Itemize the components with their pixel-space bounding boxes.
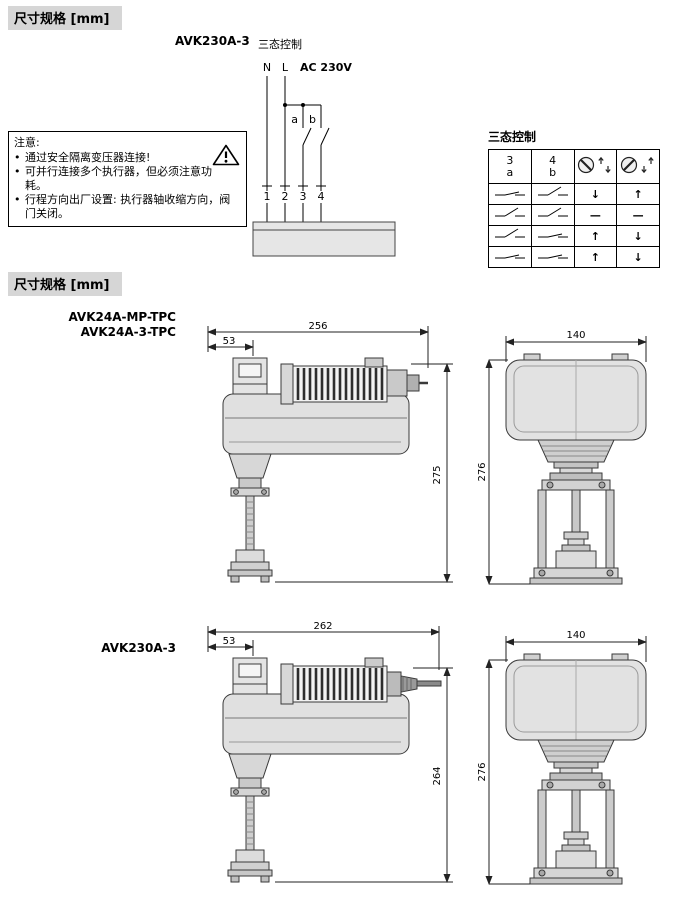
rotary-switch-right-icon (621, 156, 654, 174)
note-item-text: 可并行连接多个执行器，但必须注意功耗。 (25, 165, 212, 192)
header-terminal-4b: 4 b (530, 149, 575, 184)
control-table-row: ↓ ↑ (488, 183, 660, 205)
control-table-row: — — (488, 204, 660, 226)
warning-triangle-icon (212, 144, 240, 166)
terminal-number: 4 (549, 153, 557, 167)
dim-width: 140 (566, 330, 585, 341)
note-item-text: 行程方向出厂设置: 执行器轴收缩方向，阀门关闭。 (25, 193, 231, 220)
contact-cell (530, 183, 575, 205)
direction-cell: ↑ (573, 246, 618, 268)
dimension-lines (207, 626, 453, 883)
control-table-row: ↑ ↓ (488, 225, 660, 247)
wiring-lines (262, 76, 330, 222)
terminal-letter: a (506, 165, 514, 179)
control-table-header-row: 3 a 4 b (488, 149, 660, 184)
terminal-number: 3 (506, 153, 514, 167)
header-rotary-left (573, 149, 618, 184)
avk230a-side-view-drawing: 262 53 264 (207, 621, 453, 884)
dim-overall-length: 262 (313, 621, 332, 632)
dim-overall-height: 275 (432, 465, 443, 484)
note-box: 注意: 通过安全隔离变压器连接! 可并行连接多个执行器，但必须注意功耗。 行程方… (8, 131, 247, 227)
model-label-line2: AVK24A-3-TPC (80, 325, 176, 339)
note-item: 行程方向出厂设置: 执行器轴收缩方向，阀门关闭。 (14, 193, 240, 221)
contact-cell (530, 246, 575, 268)
terminal-4-label: 4 (318, 190, 325, 203)
dim-height: 276 (477, 762, 488, 781)
avk24a-side-view-drawing: 256 53 275 (207, 321, 453, 584)
dimension-lines (485, 336, 647, 585)
dim-overall-height: 264 (432, 766, 443, 785)
avk24a-front-view-drawing: 140 276 (477, 330, 647, 585)
note-item: 通过安全隔离变压器连接! (14, 151, 240, 165)
model-label-avk230a: AVK230A-3 (101, 641, 176, 655)
terminal-2-label: 2 (282, 190, 289, 203)
dim-width: 140 (566, 630, 585, 641)
note-item: 可并行连接多个执行器，但必须注意功耗。 (14, 165, 240, 193)
header-terminal-3a: 3 a (488, 149, 532, 184)
terminal-3-label: 3 (300, 190, 307, 203)
dimension-lines (485, 636, 647, 885)
dim-stem-offset: 53 (223, 636, 236, 647)
contact-cell (488, 246, 532, 268)
dim-height: 276 (477, 462, 488, 481)
avk230a-front-view-drawing: 140 276 (477, 630, 647, 885)
cable-gland (386, 671, 442, 697)
contact-symbol-icon (537, 186, 568, 196)
contact-cell (488, 225, 532, 247)
dim-overall-length: 256 (308, 321, 327, 332)
contact-cell (488, 183, 532, 205)
dim-stem-offset: 53 (223, 336, 236, 347)
supply-voltage-label: AC 230V (300, 61, 352, 74)
direction-cell: ↑ (573, 225, 618, 247)
rotary-switch-left-icon (578, 156, 612, 174)
direction-cell: ↓ (616, 246, 660, 268)
dimension-lines (207, 326, 453, 583)
section-header-dimensions-1: 尺寸规格 [mm] (8, 6, 122, 30)
wiring-model-label: AVK230A-3 (175, 34, 250, 48)
contact-symbol-icon (537, 233, 568, 238)
contact-cell (530, 225, 575, 247)
control-table-row: ↑ ↓ (488, 246, 660, 268)
terminal-letter: b (549, 165, 557, 179)
note-item-text: 通过安全隔离变压器连接! (25, 151, 151, 164)
actuator-box (252, 221, 396, 257)
junction-dot (301, 103, 305, 107)
direction-cell: — (616, 204, 660, 226)
contact-symbol-icon (494, 191, 525, 196)
terminal-1-label: 1 (264, 190, 271, 203)
direction-cell: ↓ (616, 225, 660, 247)
line-label: L (282, 61, 289, 74)
direction-cell: ↑ (616, 183, 660, 205)
wiring-control-type-label: 三态控制 (258, 38, 302, 51)
connector-plug (386, 369, 428, 397)
model-label-line1: AVK24A-MP-TPC (68, 310, 176, 324)
contact-symbol-icon (537, 207, 568, 217)
direction-cell: ↓ (573, 183, 618, 205)
header-rotary-right (616, 149, 660, 184)
contact-cell (530, 204, 575, 226)
control-table-title: 三态控制 (488, 130, 537, 144)
contact-symbol-icon (537, 254, 568, 259)
control-table-block: 三态控制 3 a 4 b (488, 128, 660, 268)
model-label-avk24a: AVK24A-MP-TPC AVK24A-3-TPC (58, 310, 176, 340)
contact-symbol-icon (494, 207, 525, 217)
contact-symbol-icon (494, 228, 525, 238)
contact-symbol-icon (494, 254, 525, 259)
note-title: 注意: (14, 136, 40, 149)
contact-cell (488, 204, 532, 226)
direction-cell: — (573, 204, 618, 226)
branch-a-label: a (291, 113, 298, 126)
branch-b-label: b (309, 113, 316, 126)
section-header-dimensions-2: 尺寸规格 [mm] (8, 272, 122, 296)
control-table: 3 a 4 b (488, 149, 660, 268)
wiring-diagram: N L AC 230V a b (252, 61, 396, 257)
neutral-label: N (263, 61, 271, 74)
junction-dot (283, 103, 287, 107)
